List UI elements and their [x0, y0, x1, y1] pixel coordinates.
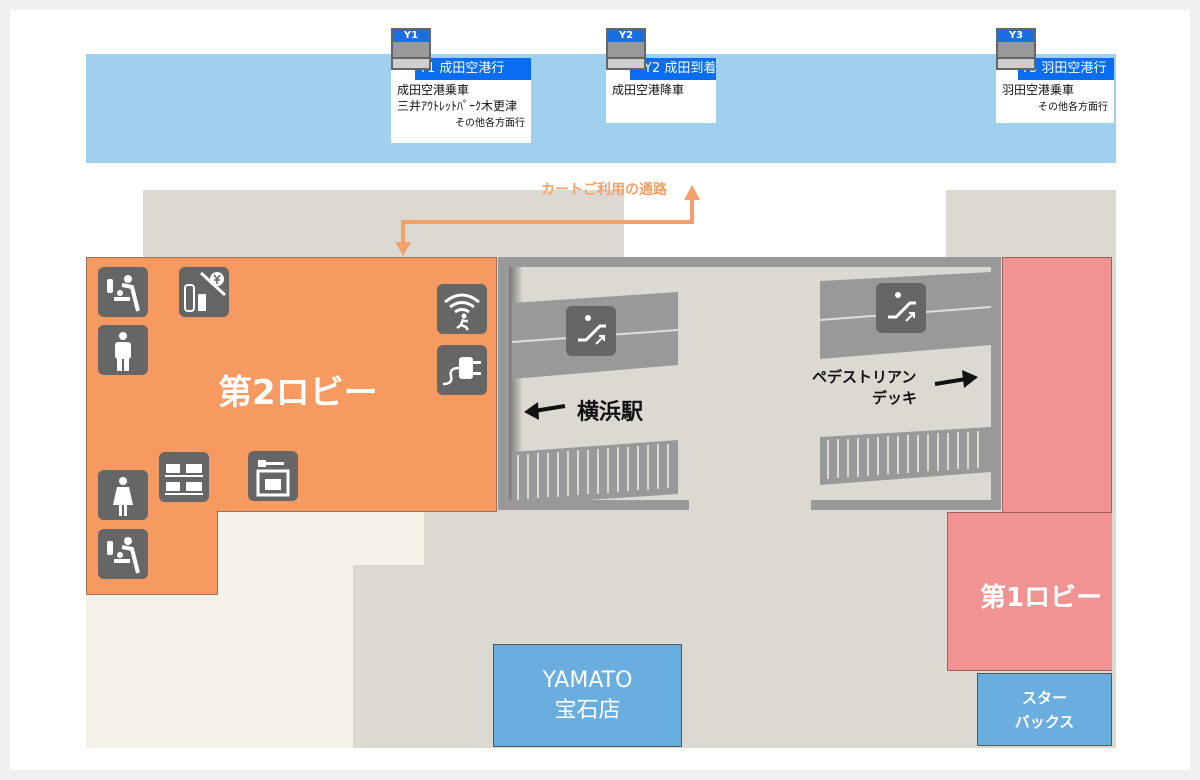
stop-code: Y2 — [606, 28, 646, 42]
lobby-2-area — [87, 505, 217, 513]
bus-stop-y1[interactable]: Y1 成田空港行 成田空港乗車 三井ｱｳﾄﾚｯﾄﾊﾟｰｸ木更津 その他各方面行 — [391, 58, 531, 143]
hall-opening — [689, 500, 811, 512]
deck-label-1: ペデストリアン — [812, 368, 917, 386]
mens-restroom-icon[interactable] — [98, 325, 148, 375]
stop-code: Y3 — [996, 28, 1036, 42]
arrow-right-icon — [934, 370, 978, 388]
open-area — [86, 565, 353, 748]
vending-machine-icon[interactable] — [179, 267, 229, 317]
lobby-1-area[interactable] — [947, 512, 1112, 671]
stop-line: 三井ｱｳﾄﾚｯﾄﾊﾟｰｸ木更津 — [397, 99, 518, 113]
escalator-icon — [876, 283, 926, 333]
stop-header: Y3 羽田空港行 — [1018, 58, 1114, 80]
luggage-storage-icon[interactable] — [159, 452, 209, 502]
stop-line: 成田空港降車 — [612, 83, 685, 97]
wifi-icon[interactable] — [437, 284, 487, 334]
cart-route-arrow — [395, 185, 700, 256]
shop-name: スター — [1021, 688, 1067, 707]
lobby-2-label: 第2ロビー — [218, 373, 378, 413]
coin-locker-icon[interactable] — [248, 451, 298, 501]
bus-stop-y3-sign: Y3 — [996, 28, 1036, 70]
shop-type: 宝石店 — [554, 697, 621, 723]
arrow-left-icon — [524, 402, 566, 420]
baby-care-icon[interactable] — [98, 529, 148, 579]
stop-note: その他各方面行 — [455, 118, 525, 129]
shop-name: YAMATO — [542, 667, 633, 693]
baby-care-icon[interactable] — [98, 267, 148, 317]
bus-stop-y2-sign: Y2 — [606, 28, 646, 70]
bus-stop-y1-sign: Y1 — [391, 28, 431, 70]
starbucks-shop[interactable]: スター バックス — [977, 673, 1112, 746]
stop-code: Y1 — [391, 28, 431, 42]
deck-label-2: デッキ — [872, 389, 918, 407]
open-area — [218, 512, 424, 565]
yokohama-station-label: 横浜駅 — [577, 400, 644, 425]
shop-name: バックス — [1014, 712, 1075, 731]
bus-terminal-band — [86, 54, 1116, 163]
stop-header: Y1 成田空港行 — [415, 58, 531, 80]
lobby-1-label: 第1ロビー — [980, 583, 1103, 613]
floor-area — [946, 190, 1116, 257]
womens-restroom-icon[interactable] — [98, 470, 148, 520]
stop-header: Y2 成田到着 — [630, 58, 716, 80]
yamato-jewelry-shop[interactable]: YAMATO 宝石店 — [493, 644, 682, 747]
bus-stop-y3[interactable]: Y3 羽田空港行 羽田空港乗車 その他各方面行 — [996, 58, 1114, 123]
escalator-icon — [566, 306, 616, 356]
stop-line: 成田空港乗車 — [397, 83, 470, 97]
power-outlet-icon[interactable] — [437, 345, 487, 395]
cart-route-label: カートご利用の通路 — [541, 182, 667, 198]
stop-line: 羽田空港乗車 — [1002, 83, 1075, 97]
stop-note: その他各方面行 — [1038, 102, 1108, 113]
